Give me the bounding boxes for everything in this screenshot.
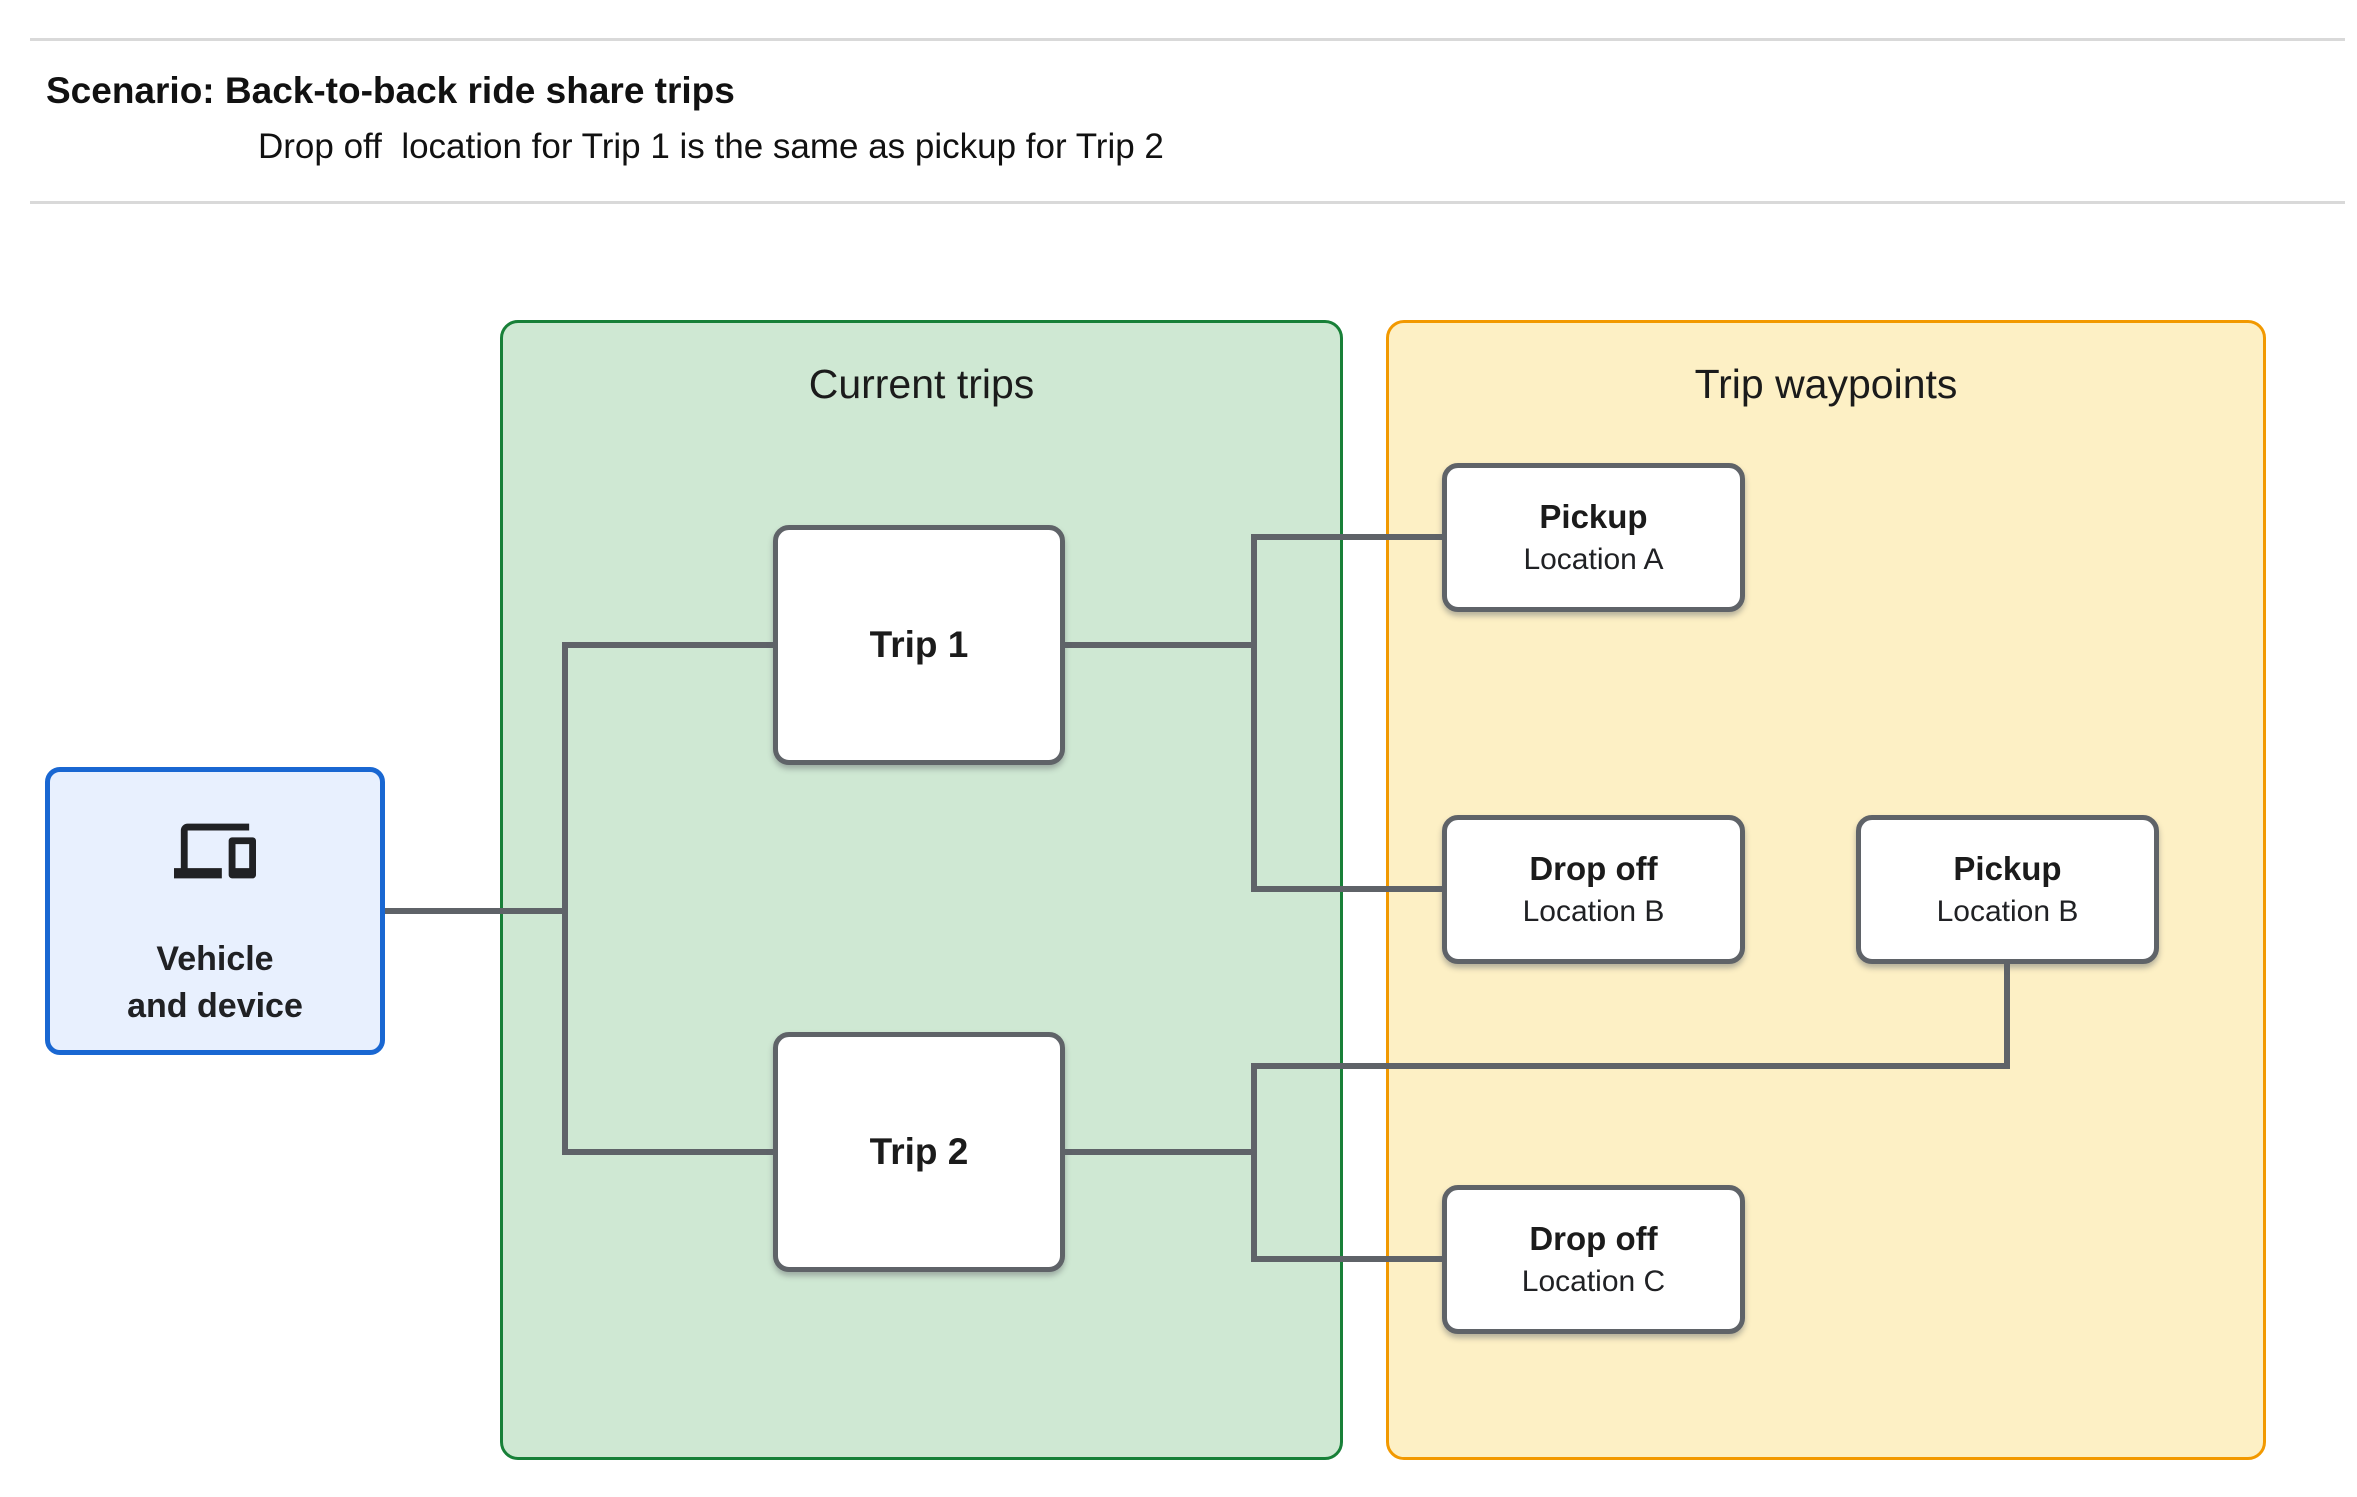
waypoint-title: Drop off <box>1529 1220 1658 1257</box>
connector-to-dropoff-c <box>1251 1256 1442 1262</box>
connector-left-junction-vertical <box>562 642 568 1155</box>
waypoint-title: Pickup <box>1953 850 2062 887</box>
waypoint-subtitle: Location B <box>1936 895 2079 928</box>
trip-1-box: Trip 1 <box>773 525 1065 765</box>
waypoint-dropoff-location-c: Drop off Location C <box>1442 1185 1745 1334</box>
connector-pickup-b-drop <box>2004 964 2010 1069</box>
trip-2-box: Trip 2 <box>773 1032 1065 1272</box>
connector-trip1-right <box>1065 642 1257 648</box>
divider-bottom <box>30 201 2345 204</box>
connector-to-dropoff-b <box>1251 886 1442 892</box>
connector-vehicle-to-junction <box>385 908 568 914</box>
connector-to-pickup-b-horizontal <box>1251 1063 2010 1069</box>
vehicle-and-device-box: Vehicle and device <box>45 767 385 1055</box>
waypoint-subtitle: Location B <box>1522 895 1665 928</box>
divider-top <box>30 38 2345 41</box>
waypoint-pickup-location-b: Pickup Location B <box>1856 815 2159 964</box>
panel-trip-waypoints-label: Trip waypoints <box>1694 361 1958 407</box>
waypoint-pickup-location-a: Pickup Location A <box>1442 463 1745 612</box>
connector-to-pickup-a <box>1251 534 1442 540</box>
panel-current-trips-label: Current trips <box>808 361 1035 407</box>
waypoint-dropoff-location-b: Drop off Location B <box>1442 815 1745 964</box>
connector-trip2-junction-vertical <box>1251 1063 1257 1262</box>
panel-current-trips: Current trips <box>500 320 1343 1460</box>
trip-2-label: Trip 2 <box>869 1131 969 1172</box>
trip-1-label: Trip 1 <box>869 624 969 665</box>
waypoint-subtitle: Location C <box>1521 1265 1666 1298</box>
connector-to-trip1-left <box>562 642 773 648</box>
page-subtitle: Drop off location for Trip 1 is the same… <box>258 127 1164 166</box>
waypoint-title: Pickup <box>1539 498 1648 535</box>
devices-icon <box>174 808 256 894</box>
connector-trip2-right <box>1065 1149 1257 1155</box>
waypoint-title: Drop off <box>1529 850 1658 887</box>
connector-trip1-junction-vertical <box>1251 534 1257 892</box>
connector-to-trip2-left <box>562 1149 773 1155</box>
page-title: Scenario: Back-to-back ride share trips <box>46 70 735 111</box>
waypoint-subtitle: Location A <box>1523 543 1664 576</box>
vehicle-and-device-label: Vehicle and device <box>127 940 303 1025</box>
